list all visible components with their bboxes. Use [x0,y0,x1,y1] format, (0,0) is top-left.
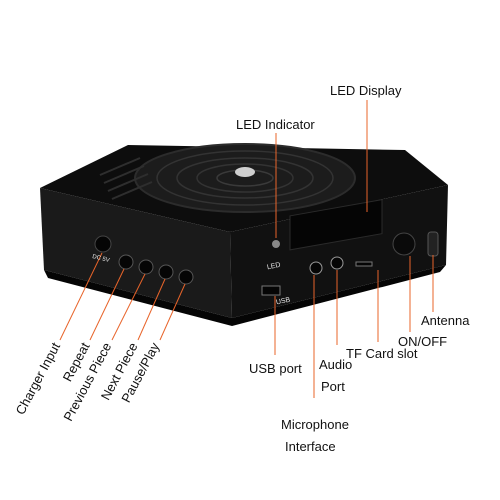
speaker-ring-2 [176,157,314,199]
device-base [44,265,446,326]
previous-button [138,259,154,275]
on-off-knob [392,232,416,256]
label-audio-port-line2: Port [321,379,345,394]
antenna-stub [427,231,439,257]
led-indicator-dot [272,240,280,248]
label-usb-port: USB port [249,361,302,376]
label-on-off: ON/OFF [398,334,448,349]
speaker-grille [134,143,356,213]
speaker-center [235,167,255,177]
microphone-jack [309,261,323,275]
speaker-ring-3 [196,163,294,193]
label-led-indicator: LED Indicator [236,117,315,132]
dc-jack [94,235,112,253]
usb-port [261,285,281,296]
speaker-ring-1 [156,150,334,206]
label-antenna: Antenna [421,313,470,328]
leader-lines [59,100,434,398]
label-tf-card-slot: TF Card slot [346,346,418,361]
device-right-face [230,185,448,318]
repeat-button [118,254,134,270]
led-display-panel [289,199,383,251]
pause-play-button [178,269,194,285]
tf-card-slot [355,261,373,267]
label-microphone-line1: Microphone [281,417,349,432]
audio-jack [330,256,344,270]
label-led-display: LED Display [330,83,402,98]
side-vents [99,157,153,200]
label-audio-port-line1: Audio [319,357,353,372]
label-microphone-line2: Interface [285,439,336,454]
next-button [158,264,174,280]
